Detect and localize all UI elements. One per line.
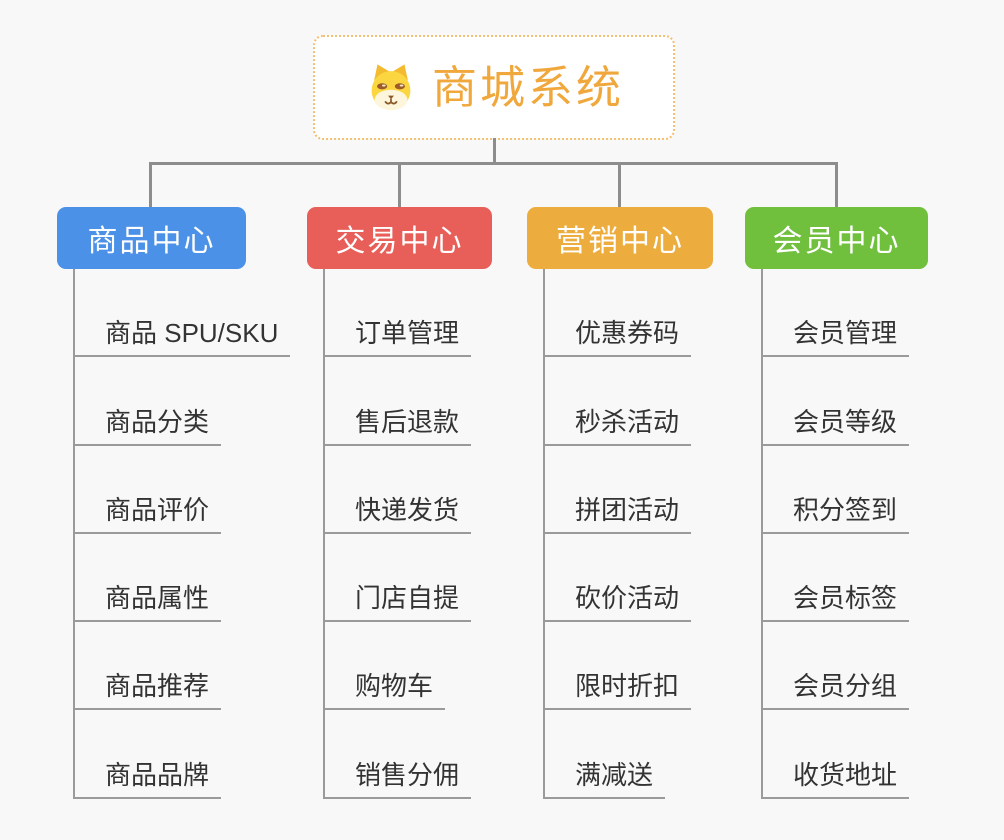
leaf-row: 商品分类	[75, 357, 246, 446]
leaf-row: 快递发货	[325, 446, 492, 534]
mindmap-leaf-node[interactable]: 收货地址	[763, 762, 910, 799]
mindmap-leaf-node[interactable]: 商品 SPU/SKU	[75, 320, 291, 358]
leaf-row: 商品 SPU/SKU	[75, 269, 291, 358]
connector-bus	[149, 162, 838, 165]
branch-column-trade: 交易中心 订单管理 售后退款 快递发货 门店自提 购物车 销售分佣	[307, 207, 492, 799]
leaf-row: 订单管理	[325, 269, 492, 358]
mindmap-leaf-node[interactable]: 会员管理	[763, 320, 910, 358]
mindmap-leaf-node[interactable]: 门店自提	[325, 585, 472, 623]
mindmap-leaf-node[interactable]: 商品分类	[75, 409, 222, 446]
mindmap-leaf-node[interactable]: 订单管理	[325, 320, 472, 358]
mindmap-leaf-node[interactable]: 销售分佣	[325, 762, 472, 799]
leaf-row: 销售分佣	[325, 710, 492, 799]
leaf-row: 拼团活动	[545, 446, 713, 534]
mindmap-leaf-node[interactable]: 砍价活动	[545, 585, 692, 623]
connector-drop-branch-1	[149, 164, 152, 208]
leaf-row: 优惠券码	[545, 269, 713, 358]
mindmap-leaf-node[interactable]: 拼团活动	[545, 497, 692, 534]
mindmap-leaf-node[interactable]: 秒杀活动	[545, 409, 692, 446]
connector-drop-branch-3	[618, 164, 621, 208]
connector-root-stem	[493, 138, 496, 164]
branch-node-marketing[interactable]: 营销中心	[527, 207, 713, 269]
branch-column-members: 会员中心 会员管理 会员等级 积分签到 会员标签 会员分组 收货地址	[745, 207, 928, 799]
mindmap-leaf-node[interactable]: 积分签到	[763, 497, 910, 534]
leaf-row: 收货地址	[763, 710, 928, 799]
mindmap-leaf-node[interactable]: 商品推荐	[75, 673, 222, 711]
mindmap-leaf-node[interactable]: 会员等级	[763, 409, 910, 446]
mindmap-leaf-node[interactable]: 满减送	[545, 762, 666, 799]
leaf-row: 秒杀活动	[545, 357, 713, 446]
leaf-row: 会员等级	[763, 357, 928, 446]
leaf-row: 会员分组	[763, 622, 928, 711]
leaf-row: 售后退款	[325, 357, 492, 446]
leaf-row: 购物车	[325, 622, 492, 711]
mindmap-leaf-node[interactable]: 会员标签	[763, 585, 910, 623]
mindmap-leaf-node[interactable]: 商品属性	[75, 585, 222, 623]
branch-node-products[interactable]: 商品中心	[57, 207, 246, 269]
leaf-row: 商品品牌	[75, 710, 246, 799]
mindmap-leaf-node[interactable]: 限时折扣	[545, 673, 692, 711]
branch-children: 订单管理 售后退款 快递发货 门店自提 购物车 销售分佣	[323, 269, 492, 799]
mindmap-leaf-node[interactable]: 商品评价	[75, 497, 222, 534]
leaf-row: 会员管理	[763, 269, 928, 358]
leaf-row: 限时折扣	[545, 622, 713, 711]
root-title: 商城系统	[431, 62, 624, 113]
leaf-row: 商品推荐	[75, 622, 246, 711]
mindmap-leaf-node[interactable]: 优惠券码	[545, 320, 692, 358]
leaf-row: 砍价活动	[545, 534, 713, 623]
mindmap-leaf-node[interactable]: 商品品牌	[75, 762, 222, 799]
mindmap-leaf-node[interactable]: 快递发货	[325, 497, 472, 534]
branch-node-members[interactable]: 会员中心	[745, 207, 928, 269]
leaf-row: 商品评价	[75, 446, 246, 534]
connector-drop-branch-2	[398, 164, 401, 208]
root-node[interactable]: 商城系统	[313, 35, 675, 140]
leaf-row: 积分签到	[763, 446, 928, 534]
branch-column-products: 商品中心 商品 SPU/SKU 商品分类 商品评价 商品属性 商品推荐 商品品牌	[57, 207, 291, 799]
mindmap-leaf-node[interactable]: 会员分组	[763, 673, 910, 711]
connector-drop-branch-4	[835, 164, 838, 208]
mindmap-leaf-node[interactable]: 购物车	[325, 673, 446, 711]
mindmap-leaf-node[interactable]: 售后退款	[325, 409, 472, 446]
branch-children: 优惠券码 秒杀活动 拼团活动 砍价活动 限时折扣 满减送	[543, 269, 713, 799]
leaf-row: 门店自提	[325, 534, 492, 623]
branch-children: 会员管理 会员等级 积分签到 会员标签 会员分组 收货地址	[761, 269, 928, 799]
leaf-row: 商品属性	[75, 534, 246, 623]
leaf-row: 满减送	[545, 710, 713, 799]
branch-children: 商品 SPU/SKU 商品分类 商品评价 商品属性 商品推荐 商品品牌	[73, 269, 291, 799]
dog-face-icon	[364, 61, 418, 115]
leaf-row: 会员标签	[763, 534, 928, 623]
branch-column-marketing: 营销中心 优惠券码 秒杀活动 拼团活动 砍价活动 限时折扣 满减送	[527, 207, 713, 799]
branch-node-trade[interactable]: 交易中心	[307, 207, 492, 269]
